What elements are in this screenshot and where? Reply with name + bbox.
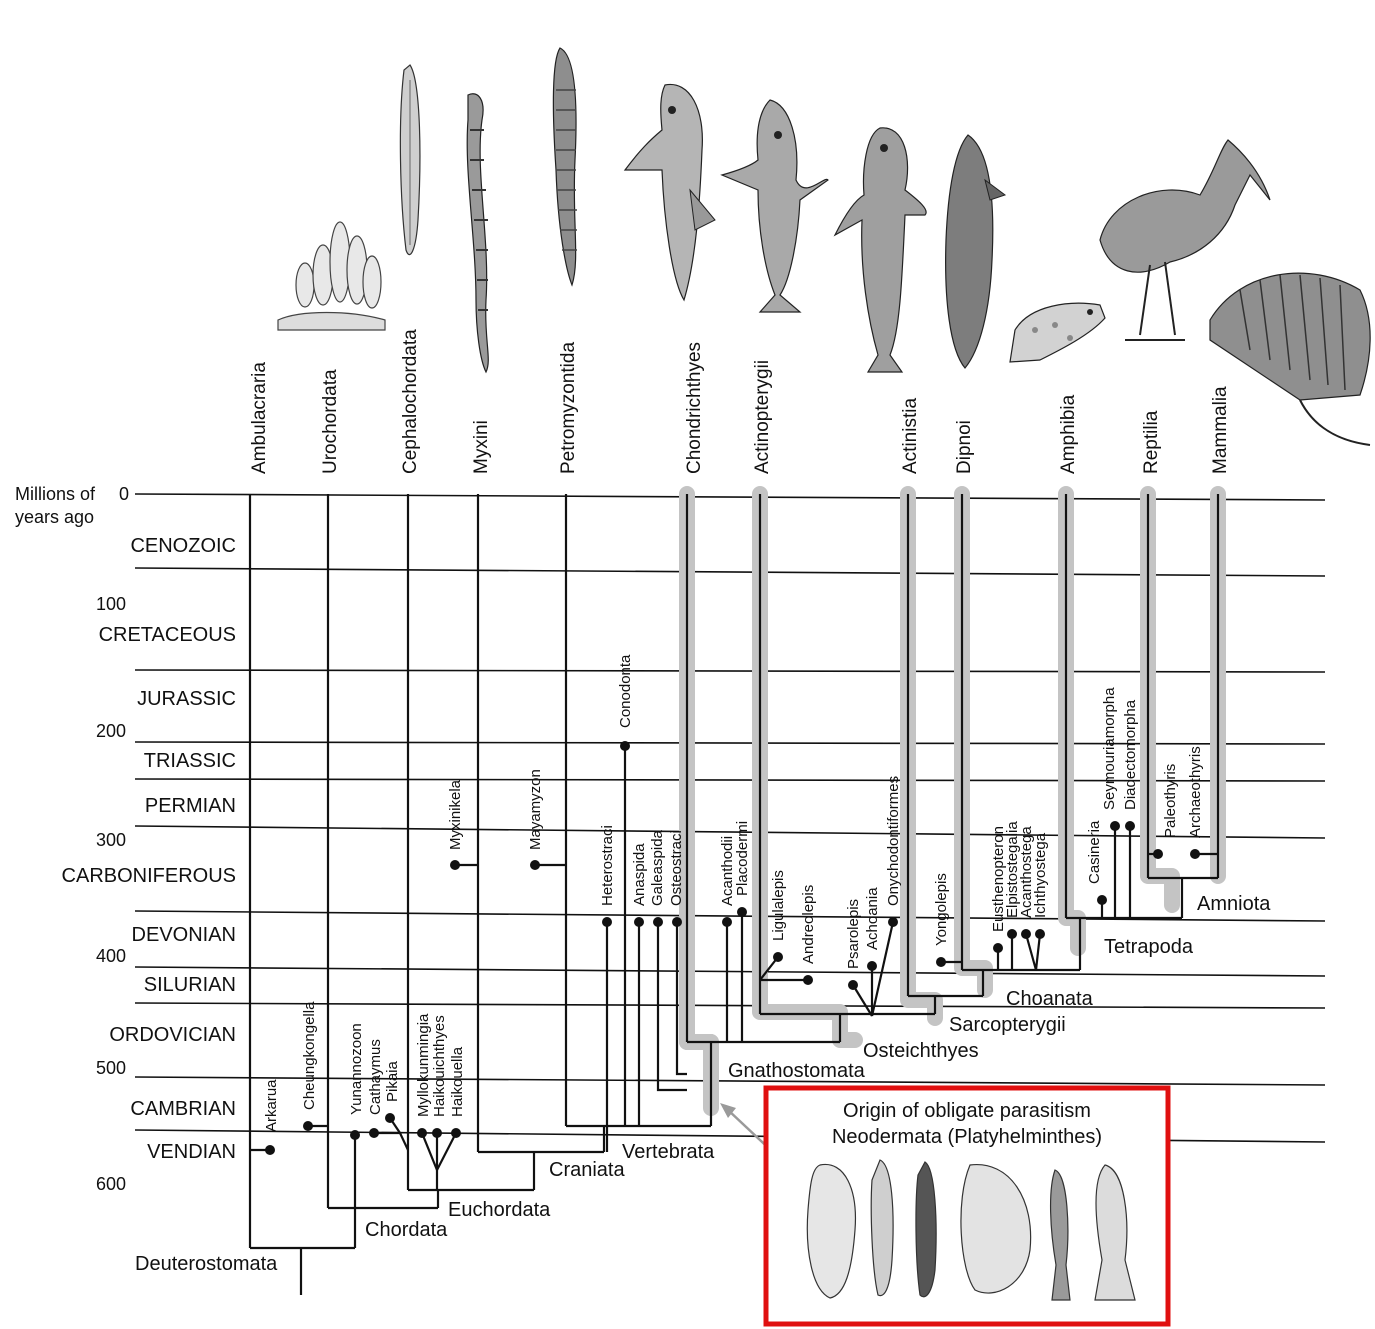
illustrations [278, 48, 1370, 445]
period-label: JURASSIC [137, 688, 236, 710]
fossil-label: Psarolepis [845, 899, 862, 969]
amphibia-icon [1010, 303, 1105, 362]
tick-label: 600 [96, 1174, 126, 1194]
cephalochordata-icon [400, 65, 420, 255]
clade-label: Deuterostomata [135, 1253, 278, 1275]
fossil-label: Mayamyzon [527, 769, 544, 850]
taxon-label: Dipnoi [954, 420, 975, 474]
fossil-label: Haikouella [449, 1046, 466, 1117]
period-label: CRETACEOUS [99, 624, 236, 646]
period-label: TRIASSIC [144, 750, 236, 772]
fossil-label: Heterostraci [599, 825, 616, 906]
fossil-label: Ligulalepis [770, 870, 787, 941]
clade-label: Choanata [1006, 988, 1094, 1010]
clade-label: Sarcopterygii [949, 1014, 1066, 1036]
fossil-label: Achoania [864, 887, 881, 950]
fossil-label: Yunannozoon [348, 1023, 365, 1115]
taxon-label: Reptilia [1141, 410, 1162, 474]
clade-label: Tetrapoda [1104, 936, 1194, 958]
axis-label: Millions of [15, 484, 96, 504]
period-label: CENOZOIC [130, 535, 236, 557]
fossil-label: Onychodontiformes [885, 776, 902, 906]
petromyzontida-icon [553, 48, 577, 285]
fossil-label: Osteostraci [668, 830, 685, 906]
urochordata-icon [278, 222, 385, 330]
fossil-label: Conodonta [617, 654, 634, 728]
clade-label: Vertebrata [622, 1141, 715, 1163]
taxon-label: Ambulacraria [249, 362, 270, 474]
taxon-label: Amphibia [1058, 394, 1079, 474]
period-label: VENDIAN [147, 1141, 236, 1163]
clade-label: Craniata [549, 1159, 625, 1181]
timescale-labels: Millions of years ago 0 100 200 300 400 … [15, 484, 236, 1194]
fossil-label: Casineria [1086, 820, 1103, 884]
taxa-labels: Ambulacraria Urochordata Cephalochordata… [249, 329, 1231, 474]
actinistia-icon [835, 128, 926, 372]
clade-label: Osteichthyes [863, 1040, 979, 1062]
tick-label: 300 [96, 830, 126, 850]
fossil-label: Seymouriamorpha [1101, 687, 1118, 810]
fossil-label: Haikouichthyes [431, 1015, 448, 1117]
period-label: CARBONIFEROUS [62, 865, 236, 887]
fossil-label: Myllokunmingia [415, 1013, 432, 1117]
fossil-label: Galeaspida [649, 829, 666, 906]
period-boundary-line [135, 967, 1325, 976]
fossil-label: Pikaia [384, 1060, 401, 1102]
fossil-label: Arkarua [263, 1079, 280, 1132]
mammalia-icon [1210, 273, 1370, 445]
period-label: ORDOVICIAN [109, 1024, 236, 1046]
taxon-label: Petromyzontida [558, 342, 579, 474]
clade-label: Chordata [365, 1219, 448, 1241]
period-label: SILURIAN [144, 974, 236, 996]
period-label: DEVONIAN [132, 924, 236, 946]
taxon-label: Myxini [471, 420, 492, 474]
clade-label: Amniota [1197, 893, 1271, 915]
fossil-label: Andreolepis [800, 885, 817, 964]
fossil-label: Cathaymus [367, 1039, 384, 1115]
fossil-label: Anaspida [631, 843, 648, 906]
period-label: CAMBRIAN [130, 1098, 236, 1120]
taxon-label: Actinistia [900, 398, 921, 474]
fossil-label: Myxinikela [447, 779, 464, 850]
fossil-label: Cheungkongella [301, 1001, 318, 1110]
period-label: PERMIAN [145, 795, 236, 817]
taxon-label: Cephalochordata [400, 329, 421, 474]
inset-subtitle: Neodermata (Platyhelminthes) [832, 1126, 1102, 1148]
neodermata-inset: Origin of obligate parasitism Neodermata… [766, 1088, 1168, 1324]
actinopterygii-icon [722, 100, 828, 312]
taxon-label: Actinopterygii [752, 360, 773, 474]
clade-label: Gnathostomata [728, 1060, 866, 1082]
fossil-label: Paleothyris [1162, 764, 1179, 838]
tick-label: 100 [96, 594, 126, 614]
fossil-label: Yongolepis [933, 873, 950, 946]
tick-label: 0 [119, 484, 129, 504]
dipnoi-icon [946, 135, 1005, 368]
fossil-label: Placodermi [734, 821, 751, 896]
fossil-label: Diadectomorpha [1122, 699, 1139, 810]
tick-label: 500 [96, 1058, 126, 1078]
clade-label: Euchordata [448, 1199, 551, 1221]
chondrichthyes-icon [625, 84, 715, 300]
fossil-label: Archaeothyris [1187, 746, 1204, 838]
fossil-label: Ichthyostega [1032, 832, 1049, 918]
taxon-label: Urochordata [320, 369, 341, 474]
taxon-label: Mammalia [1210, 386, 1231, 474]
tick-label: 400 [96, 946, 126, 966]
taxon-label: Chondrichthyes [684, 342, 705, 474]
tick-label: 200 [96, 721, 126, 741]
myxini-icon [467, 94, 488, 372]
inset-title: Origin of obligate parasitism [843, 1100, 1091, 1122]
axis-label: years ago [15, 507, 94, 527]
